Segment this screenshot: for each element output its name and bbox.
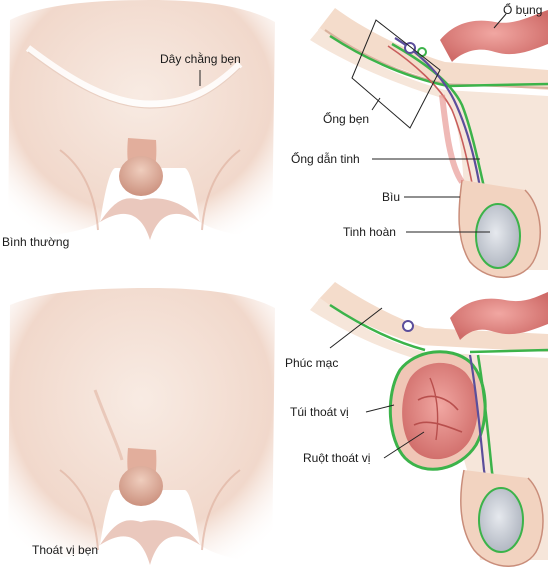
leader-abdomen	[493, 13, 507, 29]
label-testis: Tinh hoàn	[343, 225, 396, 239]
hernia-cross-section	[310, 282, 549, 567]
vessel-cross-h1	[402, 320, 414, 332]
label-peritoneum: Phúc mạc	[285, 356, 338, 370]
label-scrotum: Bìu	[382, 190, 400, 204]
label-herniated-bowel: Ruột thoát vị	[303, 451, 370, 465]
bowel-fold-3	[429, 377, 439, 441]
vessel-cross-2	[417, 47, 427, 57]
hernia-body-illustration	[8, 288, 275, 565]
label-inguinal-hernia: Thoát vị bẹn	[32, 543, 98, 557]
leader-peritoneum	[329, 307, 383, 349]
label-abdomen: Ổ bụng	[503, 2, 542, 17]
inner-thigh-shadow	[100, 198, 200, 240]
testis-h	[478, 487, 524, 553]
groin-crease-left-h	[59, 469, 99, 551]
leader-herniated-bowel	[383, 431, 425, 459]
bowel-fold-1	[417, 395, 459, 411]
herniated-bowel-mass	[402, 362, 478, 460]
hernia-bulge	[93, 389, 124, 461]
torso-normal	[8, 0, 275, 240]
label-inguinal-canal: Ống bẹn	[323, 111, 369, 126]
label-hernia-sac: Túi thoát vị	[290, 405, 349, 419]
vessel-red	[387, 45, 477, 206]
leader-inguinal-canal	[371, 97, 381, 111]
groin-crease-right	[201, 149, 241, 231]
scrotum-hernia	[119, 466, 163, 506]
groin-crease-left	[59, 149, 99, 231]
leader-hernia-sac	[365, 404, 395, 413]
normal-cross-section	[310, 8, 549, 278]
leader-inguinal-canal-bracket	[351, 19, 441, 129]
intestine-top-h	[450, 292, 548, 340]
muscle-band	[439, 94, 465, 184]
inguinal-ligament-edge	[27, 51, 241, 109]
vessel-cross-1	[404, 42, 416, 54]
groin-crease-right-h	[201, 469, 241, 551]
peritoneum-line-h	[329, 303, 426, 352]
abdominal-wall-layers	[318, 8, 548, 90]
inguinal-ligament-band	[25, 45, 243, 108]
label-normal: Bình thường	[2, 235, 69, 249]
abdominal-wall-layers-h	[318, 282, 548, 352]
testis-top	[475, 203, 521, 269]
intestine-top	[440, 10, 548, 62]
peritoneum-right-h	[469, 348, 549, 354]
label-inguinal-ligament: Dây chằng bẹn	[160, 51, 241, 66]
torso-hernia	[8, 288, 275, 565]
normal-body-illustration	[8, 0, 275, 240]
leader-lines	[199, 13, 507, 459]
scrotum-normal	[119, 156, 163, 196]
inner-wall-line	[324, 29, 549, 89]
text-labels: Dây chằng bẹn Bình thường Ổ bụng Ống bẹn…	[2, 2, 542, 557]
inner-thigh-shadow-h	[100, 520, 200, 565]
peritoneum-line-top	[329, 34, 549, 88]
label-vas-deferens: Ống dẫn tinh	[291, 151, 360, 166]
